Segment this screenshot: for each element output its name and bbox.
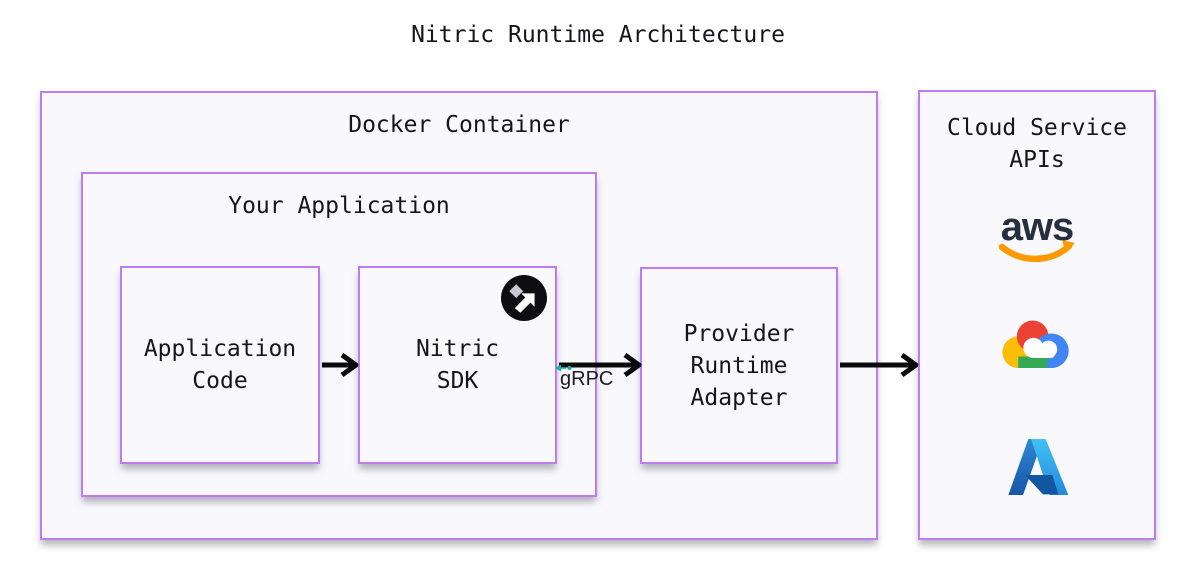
docker-container-label: Docker Container	[348, 112, 570, 138]
cloud-label-line1: Cloud Service	[946, 115, 1127, 141]
cloud-service-apis-label: Cloud Service APIs	[920, 112, 1154, 176]
cloud-service-apis-box: Cloud Service APIs aws	[918, 90, 1156, 540]
provider-label-line3: Adapter	[690, 384, 788, 411]
nitric-logo-icon	[501, 275, 547, 321]
provider-label-line2: Runtime	[690, 352, 788, 379]
grpc-label-group: gRPC	[555, 364, 619, 394]
aws-logo-icon: aws	[998, 205, 1075, 263]
grpc-label: gRPC	[560, 368, 614, 390]
application-code-label-line2: Code	[192, 368, 248, 394]
application-code-box: Application Code	[120, 266, 320, 464]
nitric-sdk-label-line1: Nitric	[415, 336, 500, 362]
google-cloud-logo-icon	[1001, 320, 1073, 374]
your-application-label: Your Application	[228, 193, 450, 219]
diagram-title: Nitric Runtime Architecture	[411, 22, 785, 48]
aws-wordmark: aws	[1001, 205, 1074, 249]
application-code-label-line1: Application	[143, 336, 297, 362]
nitric-sdk-box: Nitric SDK	[358, 266, 557, 464]
provider-label-line1: Provider	[683, 320, 795, 347]
grpc-arrow-icon	[555, 364, 572, 372]
azure-logo-icon	[1008, 439, 1069, 495]
nitric-sdk-label-line2: SDK	[436, 368, 479, 394]
provider-runtime-adapter-box: Provider Runtime Adapter	[640, 267, 838, 464]
cloud-label-line2: APIs	[1009, 147, 1065, 173]
